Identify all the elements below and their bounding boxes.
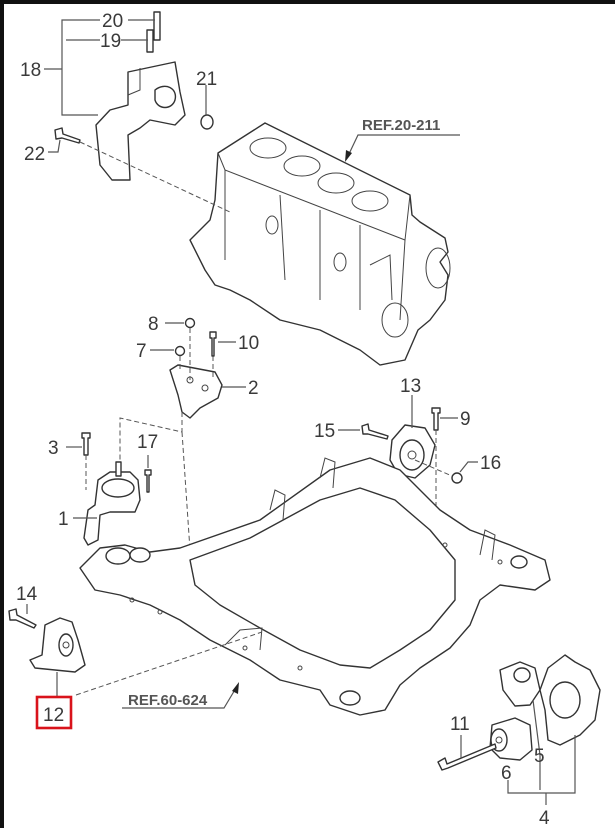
o-ring-21: [200, 114, 214, 130]
callout-8: 8: [148, 314, 159, 335]
support-bracket-18: [54, 11, 231, 213]
front-roll-mount-4: [437, 654, 601, 771]
callout-12[interactable]: 12: [43, 705, 64, 726]
callout-3: 3: [48, 438, 59, 459]
engine-block: [189, 122, 451, 366]
image-frame-left: [0, 0, 4, 828]
image-frame-top: [0, 0, 615, 4]
callout-7: 7: [136, 341, 147, 362]
callout-17: 17: [137, 432, 158, 453]
reference-label-subframe: REF.60-624: [128, 692, 208, 709]
highlight-box-12: [35, 695, 73, 730]
callout-6: 6: [501, 763, 512, 784]
bolt-14: [8, 608, 37, 629]
bolt-22: [54, 127, 81, 144]
mount-bracket-2: [169, 317, 223, 419]
bolt-15: [361, 423, 389, 440]
callout-20: 20: [102, 11, 123, 32]
callout-4: 4: [539, 808, 550, 828]
bolt-11: [437, 743, 497, 771]
nut-7: [174, 345, 186, 357]
nut-16: [451, 472, 463, 484]
callout-14: 14: [16, 584, 38, 605]
callout-9: 9: [460, 409, 471, 430]
bolt-9: [431, 407, 441, 431]
bolt-17: [144, 469, 152, 493]
callout-1: 1: [58, 509, 69, 530]
callout-11: 11: [450, 714, 470, 735]
subframe-reference: REF.60-624: [75, 631, 263, 709]
callout-22: 22: [24, 144, 45, 165]
bolt-10: [209, 331, 217, 357]
callout-16: 16: [480, 453, 501, 474]
callout-5: 5: [534, 746, 545, 767]
nut-8: [184, 317, 196, 329]
engine-mount-1: [81, 432, 152, 546]
subframe: [79, 457, 551, 716]
transmission-mount-13: [361, 407, 463, 520]
callout-10: 10: [238, 333, 259, 354]
engine-block-reference: REF.20-211: [345, 117, 460, 162]
callout-18: 18: [20, 60, 41, 81]
callout-21: 21: [196, 69, 217, 90]
callout-15: 15: [314, 421, 335, 442]
callout-13: 13: [400, 376, 421, 397]
stud-20: [153, 11, 161, 41]
reference-label-engine: REF.20-211: [362, 117, 440, 134]
bolt-3: [81, 432, 91, 456]
stud-19: [146, 29, 154, 53]
rear-roll-mount-12: [8, 608, 86, 673]
arrow-icon: [232, 682, 239, 694]
callout-19: 19: [100, 31, 121, 52]
arrow-icon: [345, 150, 352, 162]
callout-2: 2: [248, 378, 259, 399]
